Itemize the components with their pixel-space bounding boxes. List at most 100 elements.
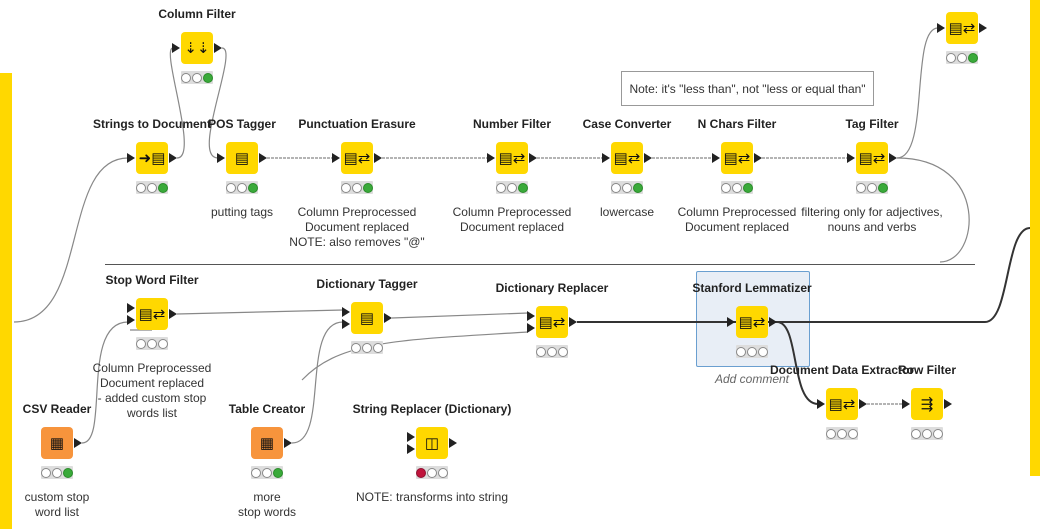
status-dot: [547, 346, 557, 357]
output-port[interactable]: [169, 309, 177, 319]
node-label[interactable]: Case Converter: [582, 117, 672, 131]
node-comment[interactable]: Column Preprocessed Document replaced - …: [92, 361, 212, 420]
node-label[interactable]: Strings to Document: [92, 117, 212, 131]
input-port[interactable]: [342, 319, 350, 329]
output-port[interactable]: [769, 317, 777, 327]
status-traffic-light: [536, 345, 568, 358]
add-comment-link[interactable]: Add comment: [714, 372, 790, 386]
node-comment[interactable]: lowercase: [599, 205, 655, 219]
node-comment[interactable]: more stop words: [237, 490, 297, 519]
output-port[interactable]: [859, 399, 867, 409]
output-port[interactable]: [74, 438, 82, 448]
input-port[interactable]: [127, 303, 135, 313]
input-port[interactable]: [487, 153, 495, 163]
node-comment[interactable]: filtering only for adjectives, nouns and…: [801, 205, 943, 234]
input-port[interactable]: [127, 153, 135, 163]
output-port[interactable]: [214, 43, 222, 53]
node-comment[interactable]: NOTE: transforms into string: [355, 490, 509, 504]
status-dot: [147, 182, 157, 193]
preprocessing-icon[interactable]: ▤⇄: [736, 306, 768, 338]
strings-to-document-icon[interactable]: ➜▤: [136, 142, 168, 174]
node-label[interactable]: CSV Reader: [22, 402, 92, 416]
node-label[interactable]: N Chars Filter: [697, 117, 777, 131]
node-label[interactable]: Porter Stemmer: [917, 0, 1007, 1]
status-dot: [732, 182, 742, 193]
preprocessing-icon[interactable]: ▤⇄: [496, 142, 528, 174]
output-port[interactable]: [644, 153, 652, 163]
status-dot: [352, 182, 362, 193]
document-data-extractor-icon[interactable]: ▤⇄: [826, 388, 858, 420]
node-label[interactable]: Stanford Lemmatizer: [692, 281, 812, 295]
output-port[interactable]: [384, 313, 392, 323]
input-port[interactable]: [217, 153, 225, 163]
row-filter-icon[interactable]: ⇶: [911, 388, 943, 420]
output-port[interactable]: [259, 153, 267, 163]
table-creator-icon[interactable]: ▦: [251, 427, 283, 459]
preprocessing-icon[interactable]: ▤⇄: [721, 142, 753, 174]
column-filter-icon[interactable]: ⇣⇣: [181, 32, 213, 64]
node-comment[interactable]: Column Preprocessed Document replaced: [452, 205, 572, 234]
output-port[interactable]: [284, 438, 292, 448]
node-comment[interactable]: Column Preprocessed Document replaced: [677, 205, 797, 234]
input-port[interactable]: [527, 323, 535, 333]
input-port[interactable]: [342, 307, 350, 317]
preprocessing-icon[interactable]: ▤⇄: [856, 142, 888, 174]
output-port[interactable]: [889, 153, 897, 163]
node-label[interactable]: Punctuation Erasure: [298, 117, 416, 131]
node-label[interactable]: Dictionary Replacer: [495, 281, 609, 295]
preprocessing-icon[interactable]: ▤⇄: [611, 142, 643, 174]
status-dot: [273, 467, 283, 478]
string-replacer-icon[interactable]: ◫: [416, 427, 448, 459]
input-port[interactable]: [937, 23, 945, 33]
node-label[interactable]: Table Creator: [228, 402, 306, 416]
input-port[interactable]: [407, 432, 415, 442]
status-traffic-light: [41, 466, 73, 479]
preprocessing-icon[interactable]: ▤⇄: [536, 306, 568, 338]
node-label[interactable]: Document Data Extractor: [769, 363, 915, 377]
input-port[interactable]: [727, 317, 735, 327]
output-port[interactable]: [754, 153, 762, 163]
node-comment[interactable]: Column Preprocessed Document replaced NO…: [289, 205, 425, 249]
input-port[interactable]: [602, 153, 610, 163]
input-port[interactable]: [902, 399, 910, 409]
node-label[interactable]: Row Filter: [897, 363, 957, 377]
status-dot: [351, 342, 361, 353]
csv-reader-icon[interactable]: ▦: [41, 427, 73, 459]
pos-tagger-icon[interactable]: ▤: [226, 142, 258, 174]
input-port[interactable]: [527, 311, 535, 321]
preprocessing-icon[interactable]: ▤⇄: [136, 298, 168, 330]
workflow-annotation-note[interactable]: Note: it's "less than", not "less or equ…: [621, 71, 874, 106]
output-port[interactable]: [569, 317, 577, 327]
input-port[interactable]: [817, 399, 825, 409]
node-comment[interactable]: custom stop word list: [24, 490, 90, 519]
input-port[interactable]: [172, 43, 180, 53]
status-dot: [867, 182, 877, 193]
node-label[interactable]: String Replacer (Dictionary): [352, 402, 512, 416]
node-label[interactable]: Column Filter: [158, 7, 236, 21]
dictionary-tagger-icon[interactable]: ▤: [351, 302, 383, 334]
preprocessing-icon[interactable]: ▤⇄: [946, 12, 978, 44]
node-label[interactable]: Number Filter: [472, 117, 552, 131]
preprocessing-icon[interactable]: ▤⇄: [341, 142, 373, 174]
output-port[interactable]: [169, 153, 177, 163]
node-label[interactable]: Dictionary Tagger: [316, 277, 418, 291]
output-port[interactable]: [529, 153, 537, 163]
output-port[interactable]: [944, 399, 952, 409]
status-traffic-light: [181, 71, 213, 84]
input-port[interactable]: [127, 315, 135, 325]
output-port[interactable]: [449, 438, 457, 448]
input-port[interactable]: [407, 444, 415, 454]
node-label[interactable]: Stop Word Filter: [105, 273, 199, 287]
status-dot: [158, 338, 168, 349]
node-label[interactable]: POS Tagger: [208, 117, 276, 131]
input-port[interactable]: [332, 153, 340, 163]
output-port[interactable]: [979, 23, 987, 33]
node-comment[interactable]: putting tags: [210, 205, 274, 219]
input-port[interactable]: [712, 153, 720, 163]
status-dot: [237, 182, 247, 193]
input-port[interactable]: [847, 153, 855, 163]
node-label[interactable]: Tag Filter: [845, 117, 899, 131]
status-dot: [248, 182, 258, 193]
output-port[interactable]: [374, 153, 382, 163]
